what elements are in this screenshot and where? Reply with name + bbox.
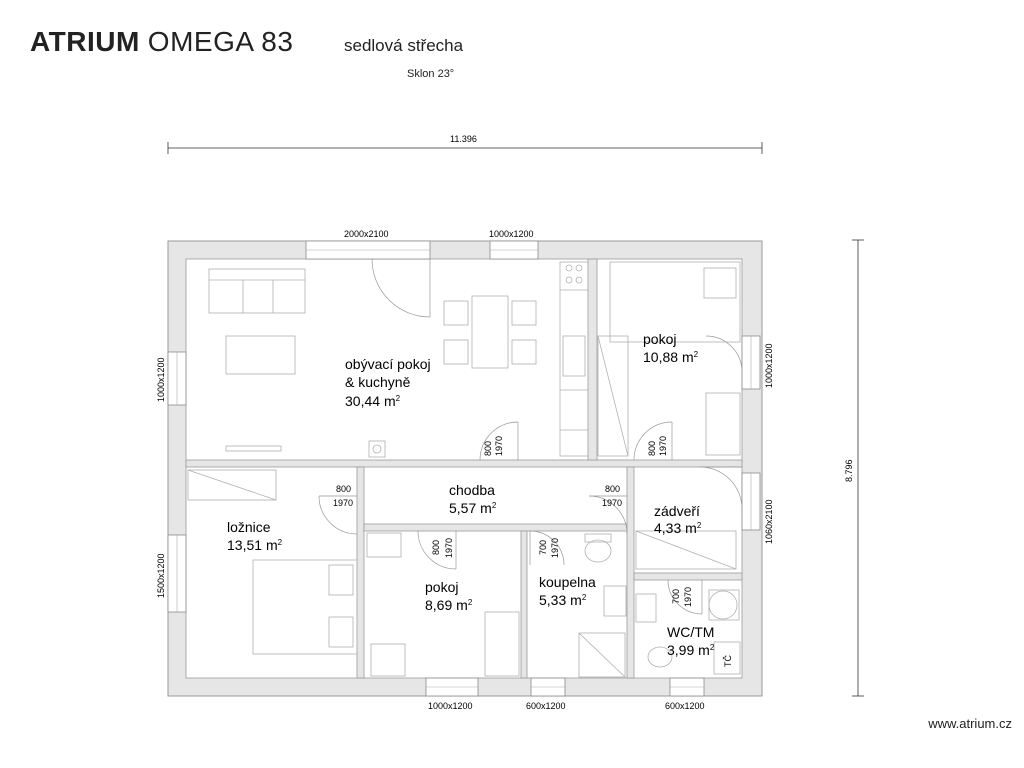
model-name: OMEGA 83 (147, 26, 294, 57)
depth-value: 8.796 (844, 459, 854, 482)
width-value: 11.396 (450, 134, 477, 144)
window-label-top-mid: 1000x1200 (489, 229, 534, 239)
room-area-vestibule: 4,33 m2 (654, 520, 702, 536)
room-name-living-2: & kuchyně (345, 374, 411, 390)
heat-pump-box (713, 641, 741, 675)
interior-walls (185, 258, 743, 679)
room-area-room1: 10,88 m2 (643, 349, 699, 365)
bed-room1 (609, 261, 741, 343)
door-label-living-h: 1970 (494, 436, 504, 456)
room-labels: obývací pokoj & kuchyně 30,44 m2 pokoj 1… (227, 331, 733, 667)
door-labels: 800 1970 800 1970 800 1970 800 1970 800 … (333, 436, 693, 607)
window-label-right-lower: 1060x2100 (764, 499, 774, 544)
window-label-right-upper: 1000x1200 (764, 343, 774, 388)
bath-toilet (584, 539, 612, 563)
room-area-hall: 5,57 m2 (449, 500, 497, 516)
door-label-bath-h: 1970 (550, 538, 560, 558)
door-label-bedroom-h: 1970 (333, 498, 353, 508)
room-area-bedroom: 13,51 m2 (227, 537, 283, 553)
window-label-bottom-left: 1000x1200 (428, 701, 473, 711)
room-area-living: 30,44 m2 (345, 393, 401, 409)
tv-stand (225, 445, 282, 452)
door-label-room1-h: 1970 (658, 436, 668, 456)
wardrobe-bedroom (187, 469, 277, 501)
shower-tray (578, 632, 626, 678)
door-label-living-w: 800 (483, 441, 493, 456)
width-dimension (167, 142, 763, 154)
roof-slope: Sklon 23° (407, 68, 455, 80)
room-name-room2: pokoj (425, 579, 458, 595)
door-label-wc-h: 1970 (683, 587, 693, 607)
window-label-left-lower: 1500x1200 (156, 553, 166, 598)
wc-toilet (647, 646, 673, 668)
furniture (187, 261, 741, 678)
brand-name: ATRIUM (30, 26, 140, 57)
door-label-wc-w: 700 (671, 589, 681, 604)
room-name-bedroom: ložnice (227, 519, 271, 535)
room-name-wc: WC/TM (667, 624, 714, 640)
room-name-room1: pokoj (643, 331, 676, 347)
door-label-bedroom-w: 800 (336, 484, 351, 494)
wc-basin (635, 593, 657, 623)
room-area-wc: 3,99 m2 (667, 642, 715, 658)
kitchen-counter (559, 261, 589, 457)
washbasin (603, 585, 627, 617)
depth-dimension (852, 239, 864, 697)
door-label-vestibule-w: 800 (605, 484, 620, 494)
wardrobe-room2 (484, 611, 520, 677)
bed-bedroom (252, 559, 358, 655)
shoe-cabinet (635, 530, 737, 570)
outer-walls (167, 240, 763, 697)
window-label-bottom-mid: 600x1200 (526, 701, 566, 711)
kitchen-sink (562, 335, 586, 377)
window-lines (176, 249, 752, 688)
room-name-hall: chodba (449, 482, 495, 498)
shelf-room2 (366, 532, 402, 558)
door-label-vestibule-h: 1970 (602, 498, 622, 508)
door-label-bath-w: 700 (538, 540, 548, 555)
coffee-table (225, 335, 296, 375)
room-name-living-1: obývací pokoj (345, 356, 431, 372)
room-name-vestibule: zádveří (654, 503, 700, 519)
room-name-bathroom: koupelna (539, 574, 596, 590)
window-label-bottom-right: 600x1200 (665, 701, 705, 711)
roof-type: sedlová střecha (344, 36, 464, 55)
window-label-left-upper: 1000x1200 (156, 357, 166, 402)
sofa (208, 268, 306, 314)
heat-pump-label: TČ (723, 655, 733, 667)
desk-room2 (370, 643, 406, 677)
door-swings (318, 258, 743, 615)
door-label-room2-w: 800 (431, 540, 441, 555)
website-link[interactable]: www.atrium.cz (928, 716, 1012, 731)
room-area-bathroom: 5,33 m2 (539, 592, 587, 608)
door-label-room2-h: 1970 (444, 538, 454, 558)
dining-table (471, 295, 509, 369)
room-area-room2: 8,69 m2 (425, 597, 473, 613)
window-label-top-left: 2000x2100 (344, 229, 389, 239)
wardrobe-room1 (597, 335, 629, 457)
desk-room1 (705, 392, 741, 456)
stove (368, 440, 386, 458)
door-label-room1-w: 800 (647, 441, 657, 456)
